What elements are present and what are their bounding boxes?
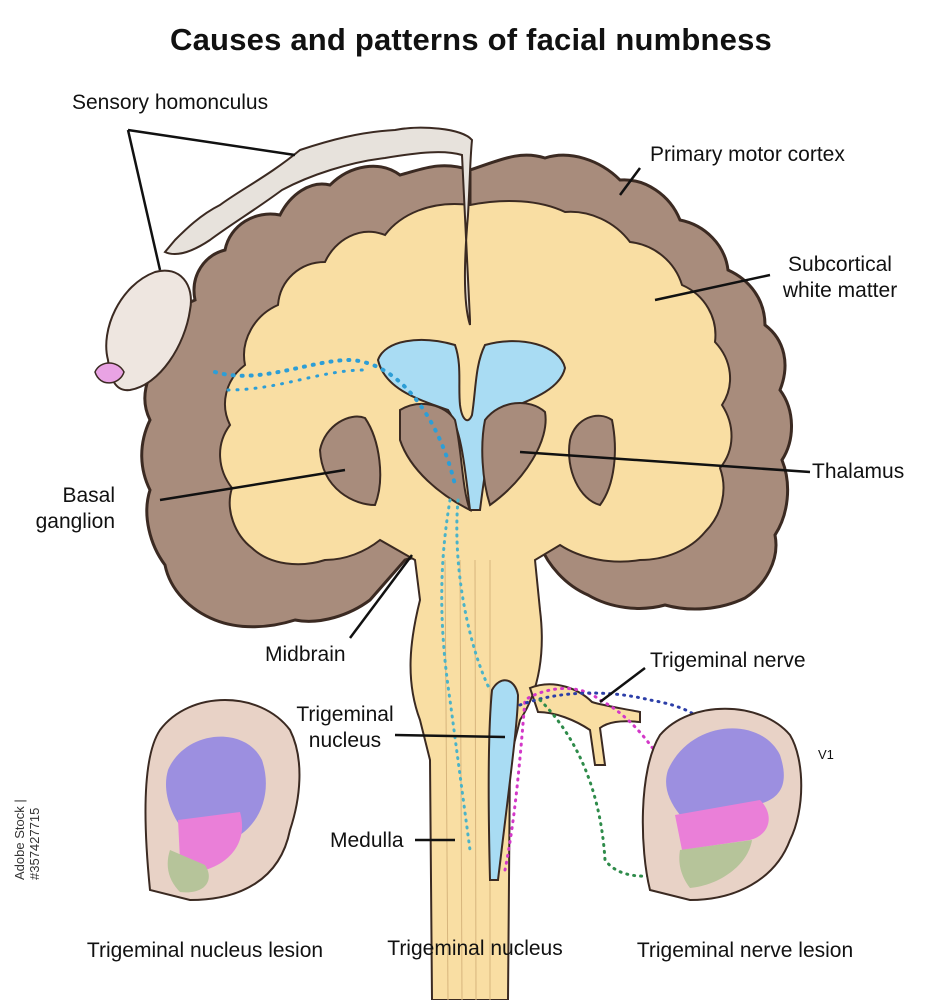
label-basal-line2: ganglion xyxy=(35,510,115,533)
caption-nerve-lesion: Trigeminal nerve lesion xyxy=(636,939,854,962)
label-trig-nucleus-line1: Trigeminal xyxy=(296,703,394,726)
diagram-title: Causes and patterns of facial numbness xyxy=(170,22,772,57)
label-subcortical-line2: white matter xyxy=(782,279,898,302)
label-midbrain: Midbrain xyxy=(265,643,346,666)
label-trigeminal-nerve: Trigeminal nerve xyxy=(650,649,806,672)
head-right xyxy=(641,707,803,902)
homonculus-body xyxy=(163,126,474,326)
caption-trigeminal-nucleus: Trigeminal nucleus xyxy=(387,937,563,960)
label-trig-nucleus-line2: nucleus xyxy=(308,729,382,752)
thalamus-right xyxy=(481,401,547,507)
label-medulla: Medulla xyxy=(330,829,404,852)
stock-id-watermark: Adobe Stock | #357427715 xyxy=(12,799,42,880)
label-primary-motor-cortex: Primary motor cortex xyxy=(650,143,845,166)
label-basal-line1: Basal xyxy=(62,484,115,507)
caption-nucleus-lesion: Trigeminal nucleus lesion xyxy=(86,939,324,962)
homonculus-head xyxy=(105,269,192,392)
homonculus-tongue xyxy=(94,362,125,384)
label-subcortical-line1: Subcortical xyxy=(788,253,892,276)
label-sensory-homonculus: Sensory homonculus xyxy=(72,91,269,114)
label-basal-ganglion: Basal ganglion xyxy=(20,483,115,535)
thalamus-left xyxy=(399,402,472,513)
basal-ganglion-left xyxy=(318,415,382,507)
label-thalamus: Thalamus xyxy=(812,460,905,483)
label-v1: V1 xyxy=(818,747,834,762)
basal-ganglion-right xyxy=(568,414,616,507)
leader-lines xyxy=(126,128,811,842)
head-left xyxy=(144,699,301,902)
label-subcortical-white-matter: Subcortical white matter xyxy=(770,252,910,304)
white-matter xyxy=(219,199,733,1000)
lateral-ventricle xyxy=(376,339,567,511)
label-trigeminal-nucleus: Trigeminal nucleus xyxy=(285,702,405,754)
trigeminal-nucleus-shape xyxy=(487,679,520,881)
